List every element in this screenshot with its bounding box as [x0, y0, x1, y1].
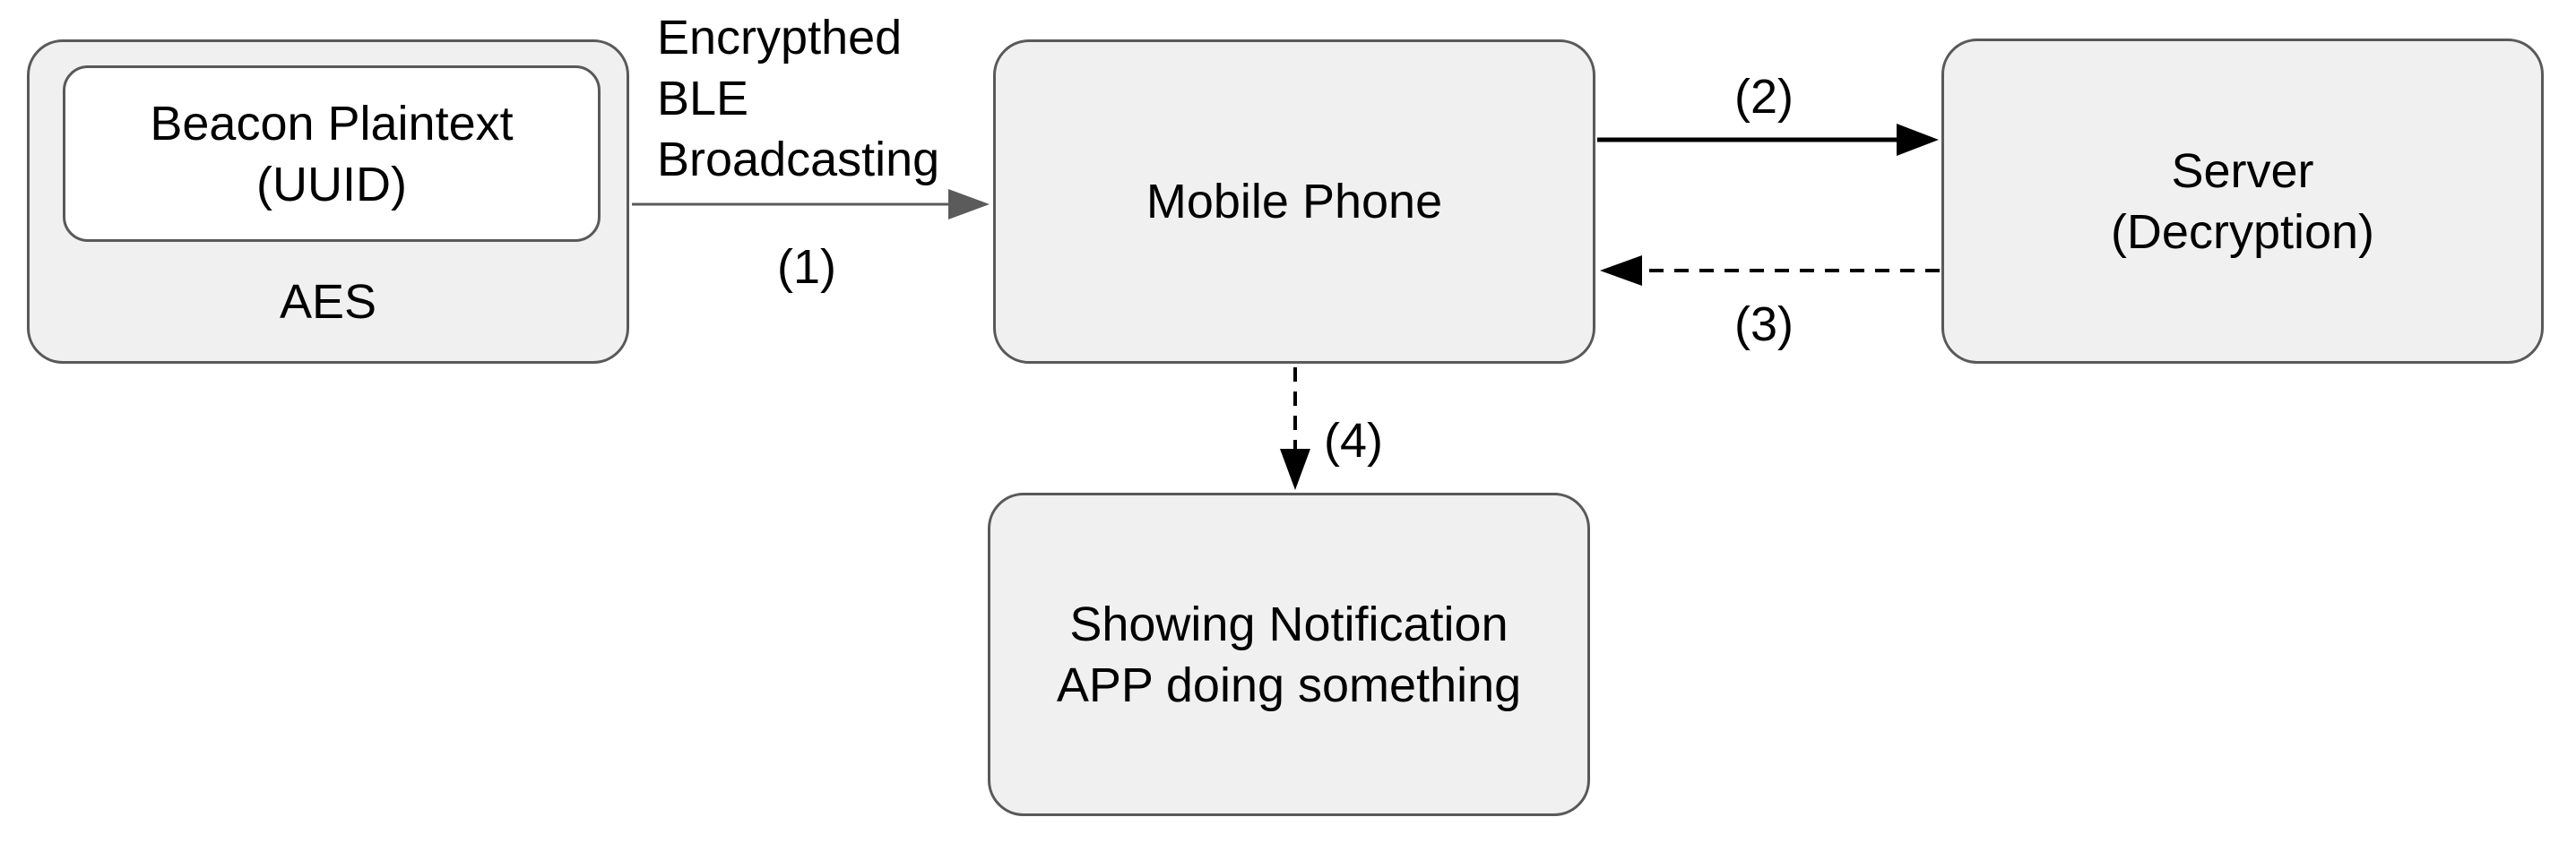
- arrow-4-to-notification: [1280, 367, 1310, 490]
- server-label: Server (Decryption): [2110, 143, 2375, 259]
- aes-node: Beacon Plaintext (UUID) AES: [27, 39, 629, 364]
- server-node: Server (Decryption): [1941, 39, 2544, 364]
- aes-caption: AES: [30, 242, 627, 361]
- beacon-plaintext-label: Beacon Plaintext (UUID): [150, 96, 514, 211]
- step-1-label: (1): [777, 240, 836, 294]
- beacon-plaintext-node: Beacon Plaintext (UUID): [63, 65, 601, 242]
- notification-node: Showing Notification APP doing something: [988, 493, 1590, 816]
- mobile-phone-node: Mobile Phone: [993, 39, 1595, 364]
- arrow-3-to-mobile: [1600, 255, 1940, 286]
- step-2-label: (2): [1734, 70, 1794, 124]
- notification-label: Showing Notification APP doing something: [1056, 597, 1522, 712]
- edge1-broadcast-label: Encrypthed BLE Broadcasting: [657, 11, 940, 186]
- mobile-phone-label: Mobile Phone: [1145, 175, 1443, 228]
- step-3-label: (3): [1734, 297, 1794, 351]
- arrow-2-to-server: [1597, 124, 1939, 156]
- step-4-label: (4): [1324, 414, 1383, 468]
- aes-label: AES: [279, 274, 377, 329]
- arrow-1-encrypted-broadcast: [632, 189, 990, 219]
